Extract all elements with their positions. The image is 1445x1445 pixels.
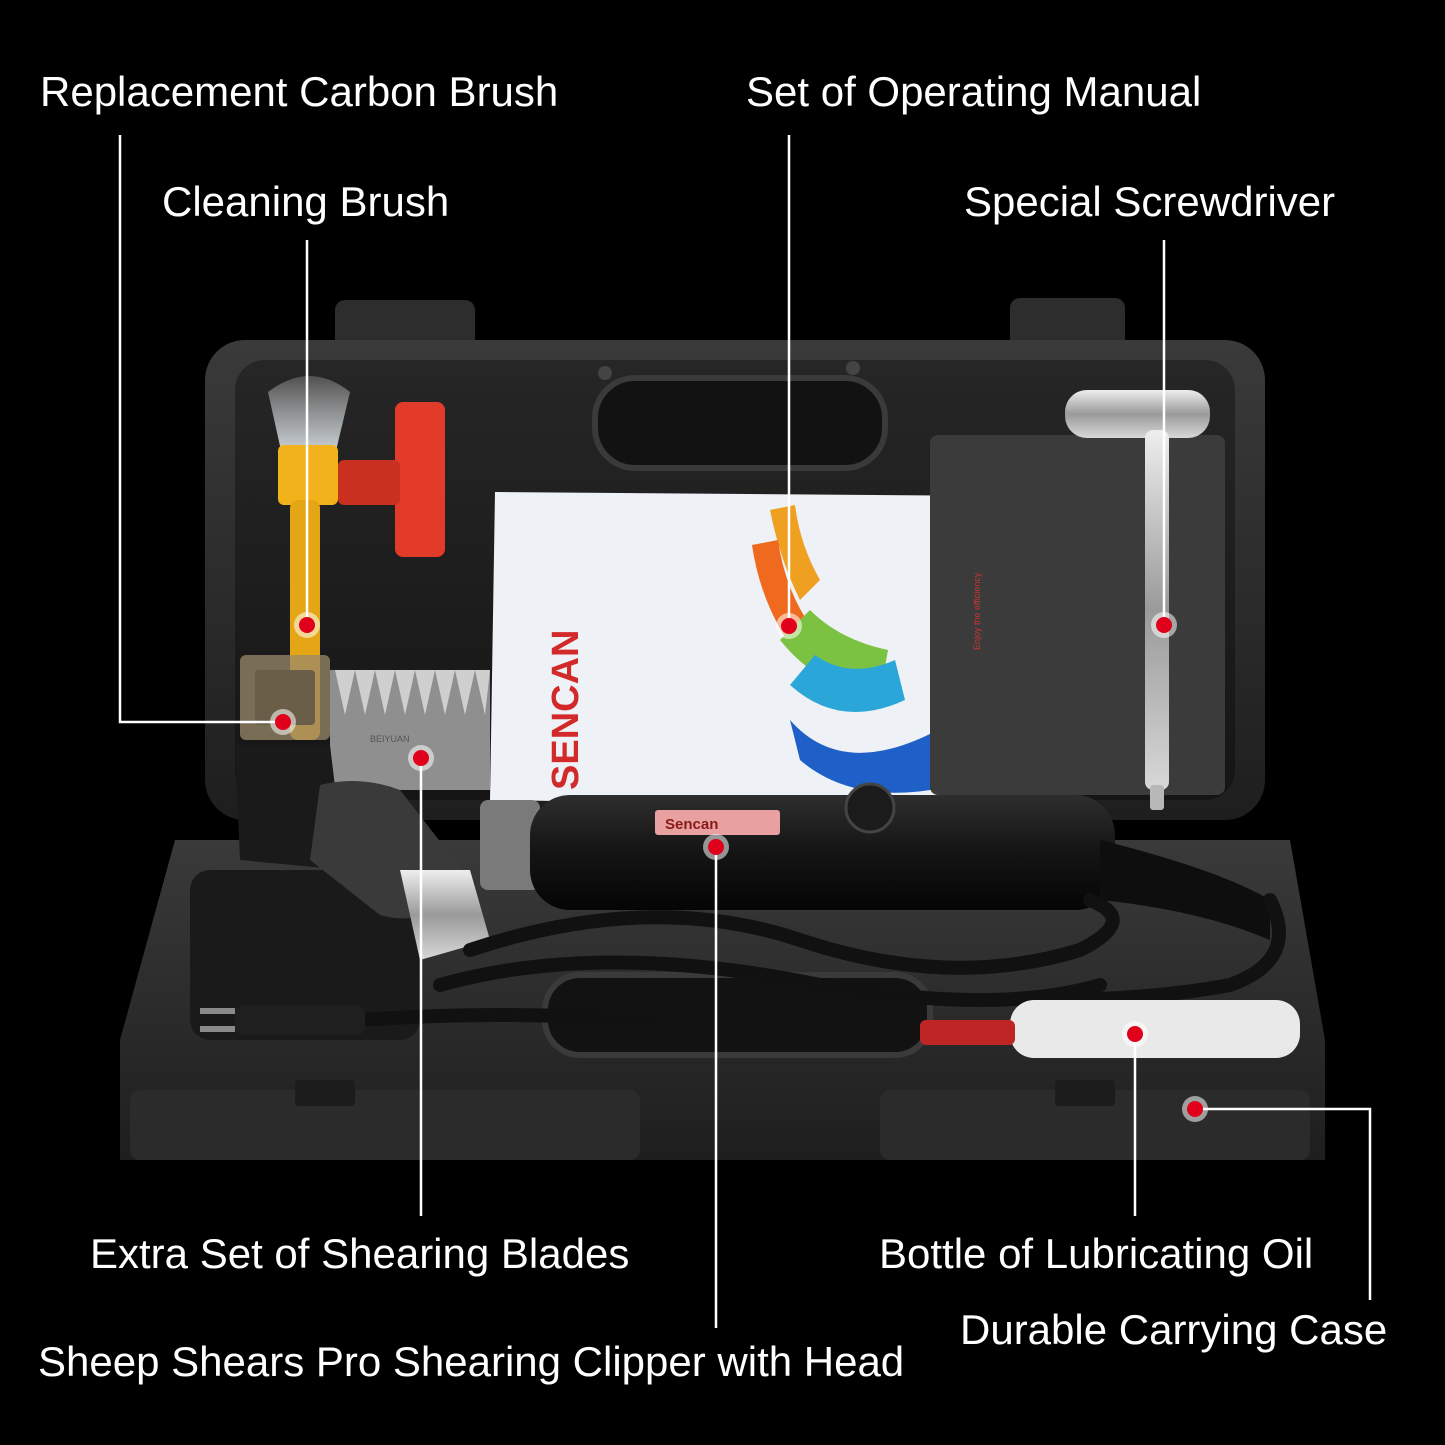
label-screwdriver: Special Screwdriver bbox=[964, 178, 1336, 225]
label-manual: Set of Operating Manual bbox=[746, 68, 1202, 115]
marker-clipper bbox=[703, 834, 729, 860]
leader-case bbox=[1195, 1107, 1372, 1300]
red-tool bbox=[338, 402, 445, 557]
marker-manual bbox=[776, 613, 802, 639]
leader-carbon-brush bbox=[118, 135, 282, 724]
manual-brand-text: SENCAN bbox=[545, 630, 587, 790]
marker-oil bbox=[1122, 1021, 1148, 1047]
marker-cleaning-brush bbox=[294, 612, 320, 638]
clipper-brand-text: Sencan bbox=[665, 816, 718, 833]
markers bbox=[270, 612, 1208, 1122]
oil-bottle bbox=[920, 1000, 1300, 1058]
shearing-clipper bbox=[235, 745, 1270, 960]
label-case: Durable Carrying Case bbox=[960, 1306, 1388, 1353]
marker-screwdriver bbox=[1151, 612, 1177, 638]
label-carbon-brush: Replacement Carbon Brush bbox=[40, 68, 559, 115]
power-cord bbox=[353, 893, 1286, 1027]
blade-stamp-text: BEIYUAN bbox=[370, 734, 410, 744]
leader-lines bbox=[118, 135, 1372, 1328]
spare-blade bbox=[330, 670, 490, 790]
marker-carbon-brush bbox=[270, 709, 296, 735]
marker-blades bbox=[408, 745, 434, 771]
carbon-brush-packet bbox=[240, 655, 330, 740]
label-cleaning-brush: Cleaning Brush bbox=[162, 178, 450, 225]
marker-case bbox=[1182, 1096, 1208, 1122]
label-blades: Extra Set of Shearing Blades bbox=[90, 1230, 630, 1277]
label-clipper: Sheep Shears Pro Shearing Clipper with H… bbox=[38, 1338, 905, 1385]
power-plug bbox=[200, 1005, 365, 1035]
manual-tagline-text: Enjoy the efficiency bbox=[972, 572, 982, 650]
label-oil: Bottle of Lubricating Oil bbox=[879, 1230, 1314, 1277]
